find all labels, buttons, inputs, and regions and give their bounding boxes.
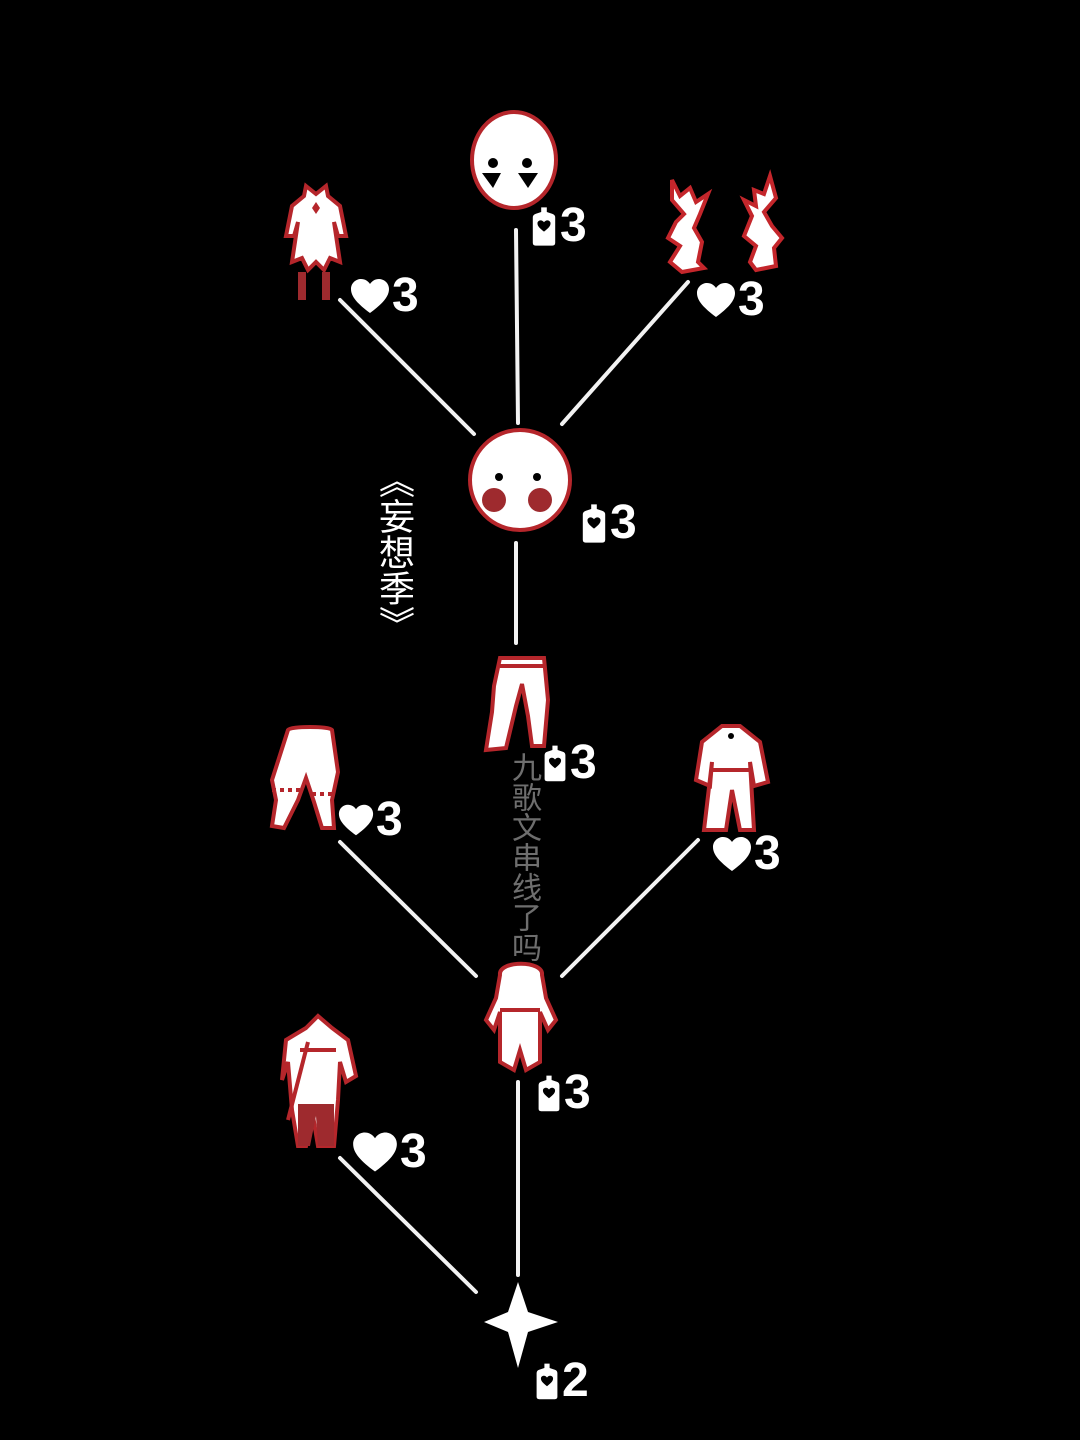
cost-value: 3: [738, 273, 765, 326]
star-emote-icon[interactable]: [484, 1282, 558, 1368]
outfit-hood-cape-icon[interactable]: [483, 961, 559, 1073]
cost-pants-side: 3: [338, 796, 403, 844]
cost-star: 2: [534, 1356, 589, 1406]
candle-icon: [534, 1356, 560, 1406]
cost-mask-blush: 3: [580, 498, 637, 548]
pants-main-icon[interactable]: [483, 656, 551, 753]
cost-value: 3: [400, 1125, 427, 1178]
cost-value: 3: [570, 736, 597, 789]
cost-value: 2: [562, 1354, 589, 1407]
cost-value: 3: [560, 199, 587, 252]
cost-pants-main: 3: [542, 738, 597, 788]
candle-icon: [536, 1068, 562, 1118]
heart-icon: [350, 278, 390, 314]
antler-horns-icon[interactable]: [665, 169, 785, 275]
cost-value: 3: [564, 1066, 591, 1119]
cost-dress-fringe: 3: [350, 272, 419, 320]
robe-with-sword-icon[interactable]: [280, 1013, 359, 1148]
heart-icon: [696, 282, 736, 318]
heart-icon: [352, 1131, 398, 1173]
mask-tears-icon[interactable]: [470, 110, 558, 210]
cost-robe-sword: 3: [352, 1128, 427, 1176]
season-title: 《妄想季》: [373, 462, 414, 642]
tree-links: [338, 228, 700, 1294]
robe-long-sleeve-icon[interactable]: [693, 724, 771, 832]
cost-value: 3: [754, 827, 781, 880]
cost-value: 3: [376, 793, 403, 846]
cost-value: 3: [392, 269, 419, 322]
cost-outfit: 3: [536, 1068, 591, 1118]
cost-value: 3: [610, 496, 637, 549]
cost-mask-tears: 3: [530, 200, 587, 252]
heart-icon: [712, 836, 752, 872]
cost-antler-horns: 3: [696, 276, 765, 324]
mask-blush-icon[interactable]: [468, 428, 572, 532]
candle-icon: [542, 738, 568, 788]
pants-fur-cuffs-icon[interactable]: [269, 725, 341, 831]
heart-icon: [338, 803, 374, 837]
cost-robe-long: 3: [712, 830, 781, 878]
candle-icon: [530, 200, 558, 252]
dress-fringe-icon[interactable]: [283, 182, 349, 300]
candle-icon: [580, 498, 608, 548]
watermark: 九歌文串线了吗: [506, 752, 541, 962]
